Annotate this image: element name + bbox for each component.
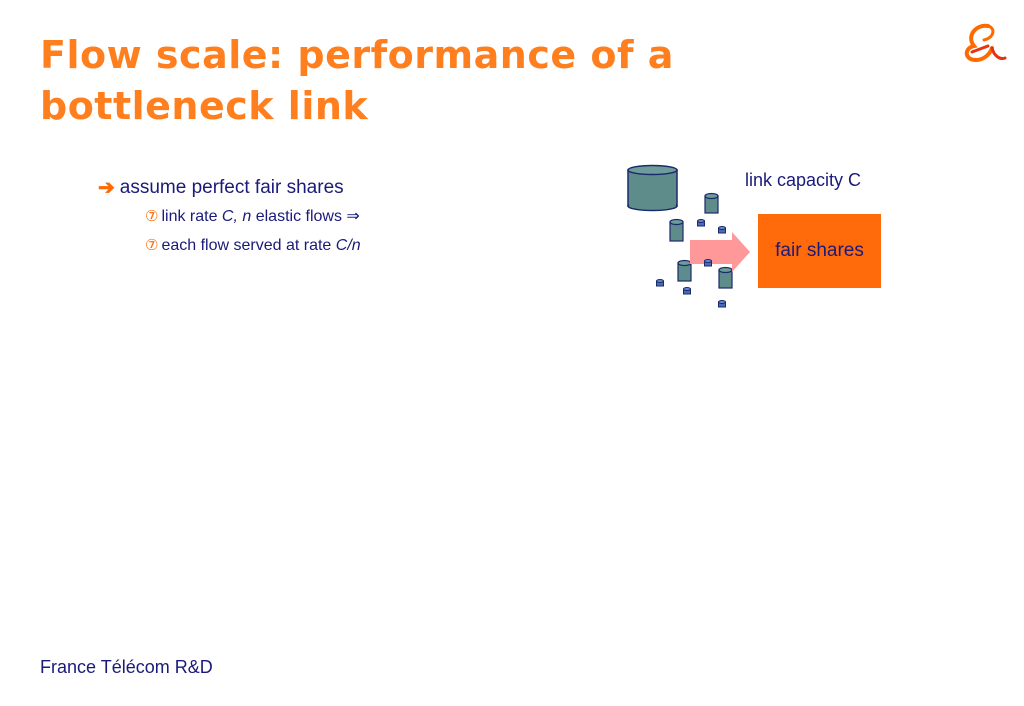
bullet-sub-2-italic: C/n <box>335 237 361 254</box>
circled-seven-bullet-icon: ⑦ <box>145 208 159 225</box>
link-capacity-label: link capacity C <box>745 170 862 190</box>
small-flow-cylinder-icon <box>718 300 726 308</box>
bullet-sub-2-prefix: each flow served at rate <box>161 237 336 254</box>
fair-shares-box: fair shares <box>758 214 881 288</box>
page-title: Flow scale: performance of a bottleneck … <box>40 33 674 128</box>
small-flow-cylinder-icon <box>697 219 705 227</box>
footer-text: France Télécom R&D <box>40 657 213 677</box>
arrow-bullet-icon: ➔ <box>98 177 115 199</box>
small-flow-cylinder-icon <box>656 279 664 287</box>
france-telecom-logo-icon <box>964 23 1007 63</box>
medium-flow-cylinder-icon <box>669 218 684 242</box>
small-flow-cylinder-icon <box>704 259 712 267</box>
medium-flow-cylinder-icon <box>718 266 733 289</box>
fair-shares-label: fair shares <box>775 240 864 261</box>
medium-flow-cylinder-icon <box>677 259 692 282</box>
medium-flow-cylinder-icon <box>704 192 719 214</box>
bullet-sub-1-prefix: link rate <box>161 208 222 225</box>
bullet-sub-1-italic: C, n <box>221 208 252 225</box>
small-flow-cylinder-icon <box>718 226 726 234</box>
bullet-sub-2: ⑦ each flow served at rate C/n <box>145 236 361 256</box>
bullet-sub-1-suffix: elastic flows ⇒ <box>251 208 360 225</box>
flow-arrow-icon <box>690 232 750 272</box>
bullet-sub-1: ⑦ link rate C, n elastic flows ⇒ <box>145 207 361 227</box>
flows-diagram <box>627 164 750 308</box>
small-flow-cylinder-icon <box>683 287 691 295</box>
bullet-list: ➔ assume perfect fair shares ⑦ link rate… <box>98 176 361 256</box>
circled-seven-bullet-icon: ⑦ <box>145 237 159 254</box>
large-flow-cylinder-icon <box>627 164 678 212</box>
bullet-main-text: assume perfect fair shares <box>119 177 344 198</box>
bullet-main: ➔ assume perfect fair shares <box>98 176 361 200</box>
